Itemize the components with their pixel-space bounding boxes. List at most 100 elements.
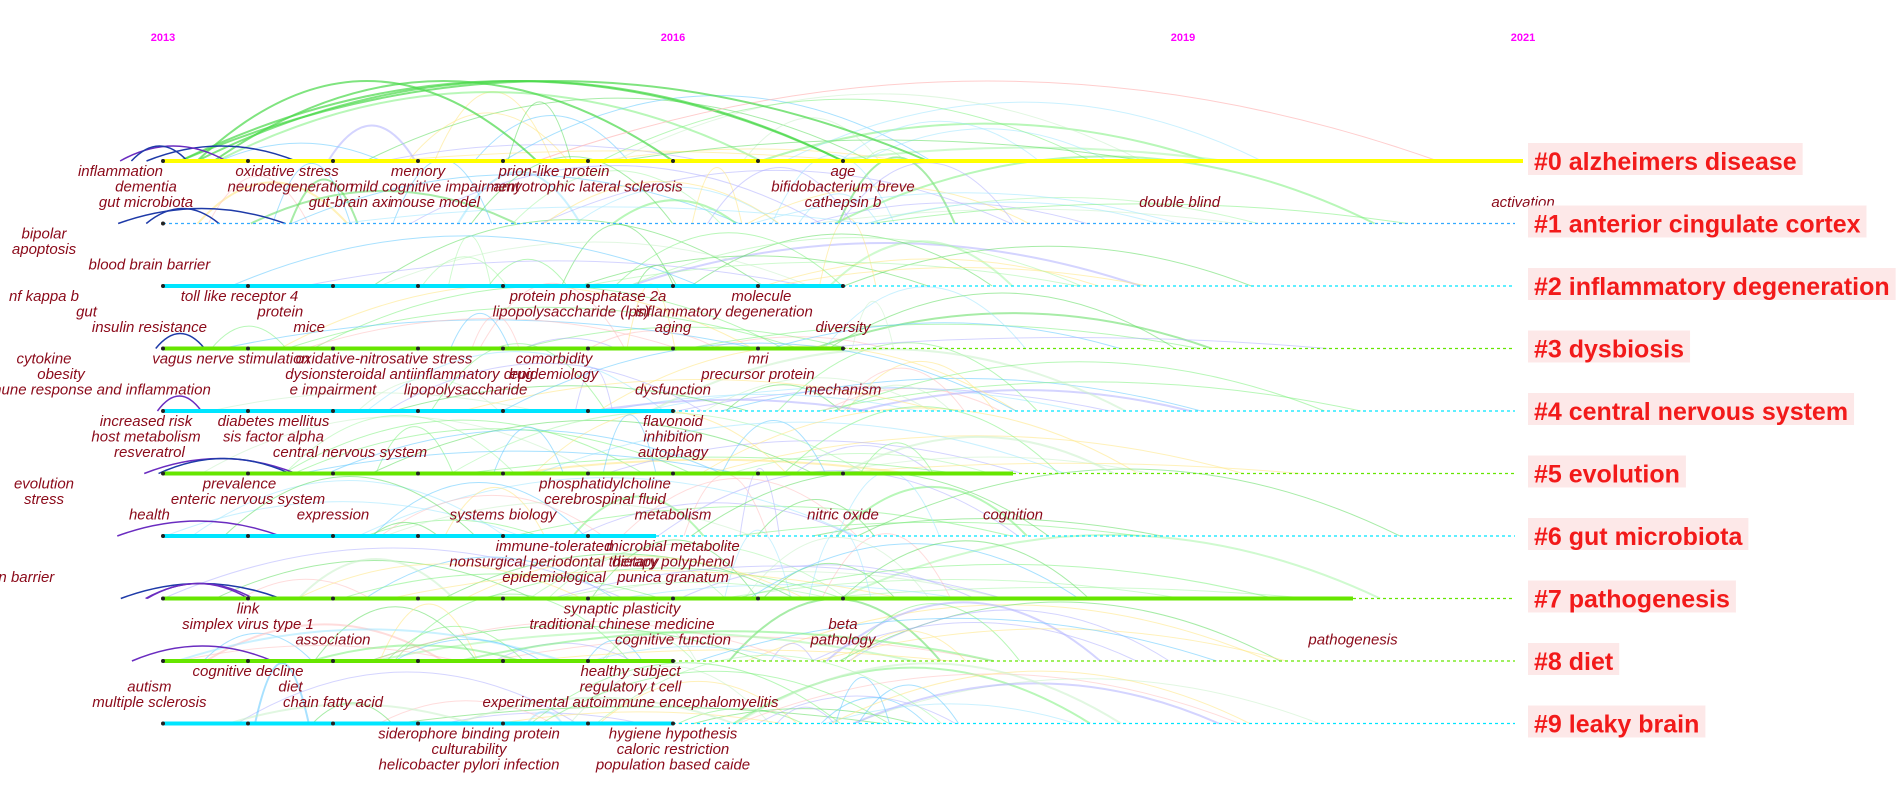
keyword-label: dysfunction [635,382,711,399]
cluster-3-node [416,346,420,351]
keyword-label: neurodegeneration [228,179,354,196]
major-citation-arc [536,80,1439,162]
citation-arc [693,708,914,724]
citation-arc [830,146,1226,162]
keyword-label: gut-brain axi [309,194,392,211]
citation-arc [798,193,879,224]
citation-arc [146,145,297,162]
citation-arc [867,197,1258,224]
cluster-5-node [161,471,165,476]
keyword-label: systems biology [450,507,558,524]
citation-arc [119,145,227,162]
keyword-label: pathology [809,632,877,649]
cluster-8-node [331,659,335,663]
citation-arc [600,98,1092,162]
keyword-label: microbial metabolite [606,538,739,555]
citation-arc [700,407,1139,474]
keyword-label: protein [256,304,303,321]
keyword-label: association [295,632,370,649]
citation-arc [846,361,995,412]
keyword-label: experimental autoimmune encephalomyeliti… [483,694,779,711]
citation-arc [843,245,1252,287]
keyword-label: mri [748,351,769,368]
cluster-label-bg [1528,393,1855,425]
citation-arc [817,586,1312,599]
citation-arc [293,428,693,474]
citation-arc [540,670,890,724]
cluster-label-3: #3 dysbiosis [1534,336,1684,364]
citation-arc [379,241,810,287]
citation-arc [393,385,749,412]
keyword-label: metabolism [635,507,712,524]
citation-arc [708,435,1244,474]
citation-arc [821,533,952,599]
cluster-8-node [246,659,250,663]
citation-arc [117,520,281,537]
keyword-label: flavonoid [643,413,704,430]
cluster-3-node [246,346,250,351]
keyword-label: cerebrospinal fluid [544,491,666,508]
keyword-label: diet [278,679,303,696]
citation-arc [342,206,865,224]
citation-arc [735,662,1122,725]
citation-arc [848,609,1170,662]
cluster-8-node [501,659,505,663]
cluster-9-node [331,721,335,726]
citation-arc [358,477,857,537]
citation-arc [836,471,940,537]
cluster-4-node [416,409,420,413]
keyword-label: lipopolysaccharide (lps) [493,304,650,321]
citation-arc [385,501,753,537]
citation-arc [691,166,743,224]
keyword-label: innate immune response and inflammation [0,382,211,399]
cluster-3-node [756,346,760,351]
citation-arc [762,562,896,599]
citation-arc [555,581,832,599]
keyword-label: host metabolism [91,429,200,446]
cluster-0-node [331,159,335,163]
keyword-label: aging [655,319,692,336]
keyword-label: vagus nerve stimulation [152,351,310,368]
year-label-2021: 2021 [1511,32,1535,44]
citation-arc [547,554,726,599]
citation-arc [823,286,1026,349]
cluster-7-node [671,596,675,601]
citation-arc [210,392,537,412]
citation-arc [816,628,1287,662]
citation-arc [507,101,572,162]
keyword-label: population based caide [595,757,750,774]
cluster-6-node [161,534,165,538]
keyword-label: epidemiological [502,569,606,586]
cluster-0-node [501,159,505,163]
cluster-labels: #0 alzheimers disease#1 anterior cingula… [1528,143,1896,739]
citation-arc [464,456,959,474]
keyword-label: diversity [815,319,872,336]
citation-arc [228,703,472,725]
keyword-label: synaptic plasticity [564,601,682,618]
citation-arc [774,266,1148,287]
citation-arc [304,260,807,287]
citation-arc [756,499,875,537]
cluster-4-node [671,409,675,413]
citation-arc [286,306,800,349]
citation-arc [619,584,961,599]
citation-arc [827,456,1151,474]
keyword-label: nonsurgical periodontal therapy [449,554,660,571]
keyword-label: resveratrol [114,444,186,461]
citation-arc [600,148,904,162]
keyword-label: blood-brain barrier [0,569,55,586]
keyword-label: cognitive function [615,632,731,649]
citation-arc [830,670,1251,724]
citation-arc [389,570,903,599]
cluster-3-node [501,346,505,351]
citation-arc [840,120,1040,162]
cluster-5-node [671,471,675,476]
citation-arc [828,292,1176,349]
keyword-label: sis factor alpha [223,429,324,446]
keyword-label: protein phosphatase 2a [509,288,667,305]
citation-arc [853,678,1320,724]
cluster-8-node [671,659,675,663]
citation-arc [584,261,1078,287]
cluster-2-node [246,284,250,288]
cluster-3-node [586,346,590,351]
